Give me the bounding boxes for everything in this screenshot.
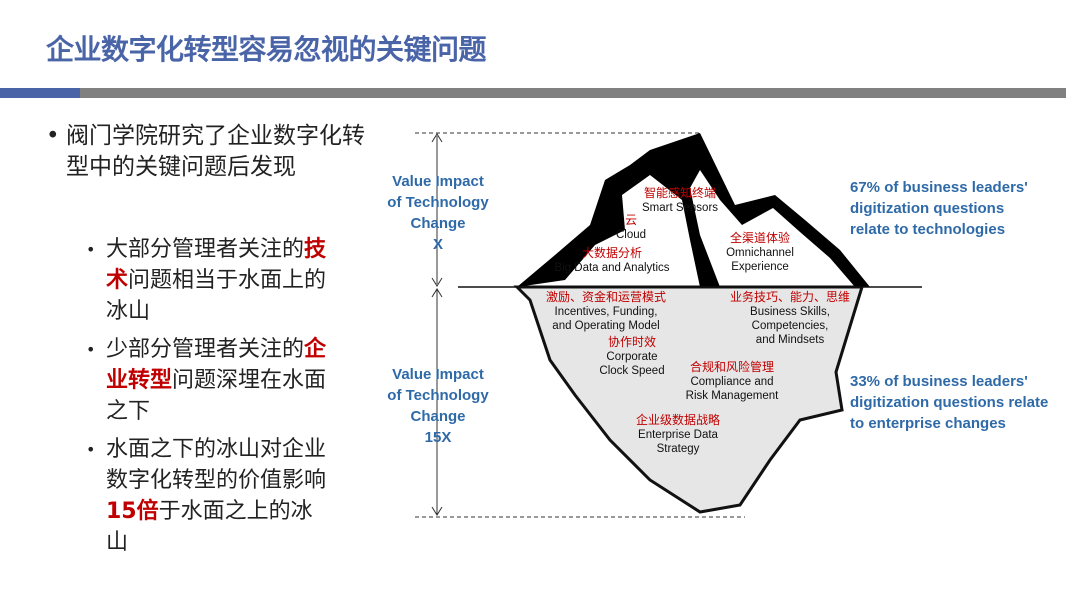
item-en: and Operating Model	[552, 320, 660, 332]
item-cn: 大数据分析	[581, 246, 642, 260]
item-en: Clock Speed	[599, 365, 665, 377]
item-en: Incentives, Funding,	[554, 306, 658, 318]
label-67-percent: 67% of business leaders'digitization que…	[850, 179, 1028, 238]
item-en: Smart Sensors	[641, 202, 719, 214]
item-cn: 企业级数据战略	[635, 413, 720, 427]
item-cn: 全渠道体验	[729, 231, 790, 245]
iceberg-item: 激励、资金和运营模式 Incentives, Funding, and Operat…	[516, 289, 696, 333]
item-en: Business Skills,	[750, 306, 830, 318]
bullet-main: •阀门学院研究了企业数字化转型中的关键问题后发现	[46, 123, 365, 180]
title-underline-accent	[0, 88, 80, 98]
text: 问题深埋在水面之下	[106, 368, 327, 424]
iceberg-above-outline	[517, 133, 870, 287]
item-en: Strategy	[656, 443, 700, 455]
item-en: and Mindsets	[755, 334, 825, 346]
sub-bullets: •大部分管理者关注的技术问题相当于水面上的冰山 •少部分管理者关注的企业转型问题…	[86, 234, 331, 558]
text: 大部分管理者关注的	[106, 237, 305, 262]
title-underline	[80, 88, 1066, 98]
item-cn: 合规和风险管理	[689, 360, 774, 374]
iceberg-item: 智能感知终端 Smart Sensors	[590, 185, 770, 215]
label-33-percent: 33% of business leaders'digitization que…	[850, 373, 1049, 432]
item-cn: 智能感知终端	[643, 186, 716, 200]
item-en: Enterprise Data	[638, 429, 718, 441]
highlight: 15倍	[106, 499, 159, 524]
item-cn: 协作时效	[607, 335, 656, 349]
highlight: 技术	[106, 237, 327, 293]
item-en: Omnichannel	[726, 247, 794, 259]
item-en: Competencies,	[751, 320, 829, 332]
item-en: Cloud	[615, 229, 647, 241]
item-en: Big Data and Analytics	[554, 262, 670, 274]
page-title: 企业数字化转型容易忽视的关键问题	[46, 33, 487, 66]
item-cn: 业务技巧、能力、思维	[729, 290, 850, 304]
sub-bullet: •水面之下的冰山对企业数字化转型的价值影响15倍于水面之上的冰山	[86, 437, 327, 555]
iceberg-item: 云 Cloud	[541, 212, 721, 242]
item-cn: 激励、资金和运营模式	[545, 290, 666, 304]
sub-bullet: •少部分管理者关注的企业转型问题深埋在水面之下	[86, 337, 327, 424]
text: 问题相当于水面上的冰山	[106, 268, 327, 324]
item-en: Risk Management	[685, 390, 779, 402]
text: 少部分管理者关注的	[106, 337, 305, 362]
iceberg-item: 业务技巧、能力、思维 Business Skills, Competencies, a…	[700, 289, 880, 347]
item-en: Corporate	[606, 351, 658, 363]
bullet-main-text: 阀门学院研究了企业数字化转型中的关键问题后发现	[66, 123, 365, 180]
text: 于水面之上的冰山	[106, 499, 313, 555]
item-cn: 云	[624, 213, 637, 227]
text: 水面之下的冰山对企业数字化转型的价值影响	[106, 437, 327, 493]
arrow-heads	[431, 133, 443, 516]
sub-bullet: •大部分管理者关注的技术问题相当于水面上的冰山	[86, 237, 327, 324]
item-en: Experience	[731, 261, 789, 273]
highlight: 企业转型	[106, 337, 327, 393]
item-en: Compliance and	[690, 376, 774, 388]
iceberg-item: 大数据分析 Big Data and Analytics	[522, 245, 702, 275]
iceberg-underwater	[513, 285, 865, 514]
